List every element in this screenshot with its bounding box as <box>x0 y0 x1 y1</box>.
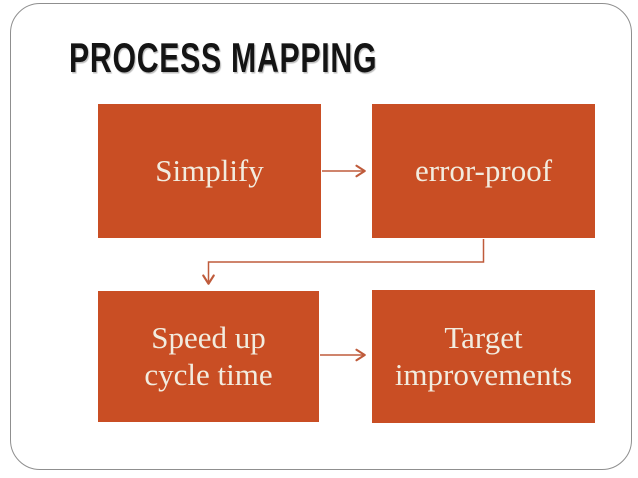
node-target-improvements: Target improvements <box>372 290 595 423</box>
node-error-proof-label: error-proof <box>414 152 553 188</box>
node-target-improvements-label: Target improvements <box>394 319 573 392</box>
node-speed-up-cycle-time-label: Speed up cycle time <box>144 319 273 392</box>
node-error-proof: error-proof <box>372 104 595 238</box>
slide-canvas: PROCESS MAPPING Simplify error-proof Spe… <box>10 3 632 470</box>
node-simplify: Simplify <box>98 104 321 238</box>
arrow-error-proof-to-speed-up <box>202 239 485 285</box>
slide-title: PROCESS MAPPING <box>69 34 378 81</box>
node-simplify-label: Simplify <box>155 152 264 188</box>
node-speed-up-cycle-time: Speed up cycle time <box>98 291 319 422</box>
